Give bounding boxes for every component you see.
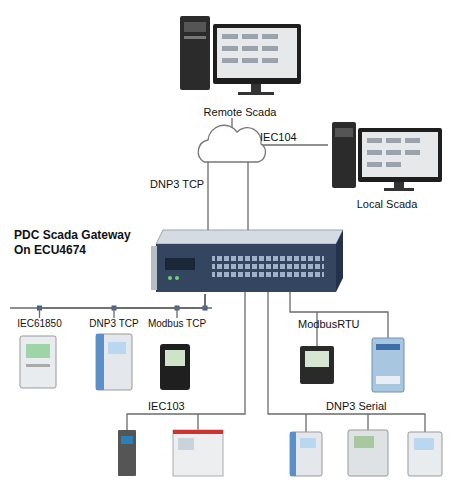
network-cloud — [198, 125, 265, 162]
drive-bay — [335, 128, 353, 137]
relay-device — [96, 334, 132, 390]
network-link — [114, 294, 205, 318]
network-link — [40, 294, 206, 318]
network-link — [177, 294, 205, 318]
screen-widget — [222, 46, 238, 51]
relay-screen — [414, 438, 434, 450]
iec103-wire — [127, 292, 245, 430]
relay-device — [173, 430, 223, 476]
protocol-label: IEC104 — [260, 131, 297, 143]
relay-screen — [26, 344, 50, 358]
monitor — [358, 128, 442, 182]
screen-widget — [386, 150, 401, 155]
status-led — [168, 276, 172, 280]
tower — [332, 122, 356, 188]
node-label: IEC61850 — [12, 318, 67, 330]
device-node: IEC61850 — [12, 318, 67, 393]
screen-widget — [242, 34, 258, 39]
gateway-side — [336, 230, 343, 292]
node-label: Modbus TCP — [146, 318, 208, 330]
converter-panel — [121, 436, 133, 444]
meter-screen — [305, 351, 329, 367]
status-led — [175, 276, 179, 280]
monitor — [213, 24, 301, 84]
gateway-node: PDC Scada Gateway On ECU4674 — [155, 230, 335, 294]
screen-widget — [222, 34, 238, 39]
monitor-base — [384, 188, 414, 191]
relay-screen — [178, 438, 194, 450]
screen-widget — [222, 58, 238, 63]
dnp3-serial-wire — [268, 292, 425, 432]
relay-device — [408, 432, 442, 476]
screen — [362, 132, 438, 177]
gateway-device — [151, 230, 343, 292]
field-devices — [20, 334, 442, 476]
meter-device — [160, 344, 190, 390]
relay-keys — [26, 364, 50, 367]
screen-widget — [386, 138, 401, 143]
monitor-stand — [394, 182, 404, 188]
relay-device — [348, 430, 388, 476]
local-scada-computer — [332, 122, 442, 191]
relay-device — [20, 336, 56, 388]
gateway-ports — [212, 256, 324, 277]
protocol-label: ModbusRTU — [298, 318, 360, 330]
node-label: DNP3 TCP — [84, 318, 144, 330]
relay-screen — [300, 438, 316, 448]
protocol-label: DNP3 TCP — [150, 178, 204, 190]
relay-strip — [96, 334, 104, 390]
remote-scada-computer — [180, 16, 301, 95]
meter-device — [300, 346, 334, 384]
monitor-stand — [251, 84, 261, 92]
screen-widget — [367, 138, 382, 143]
node-label: Local Scada — [328, 198, 446, 210]
io-module-terminals — [376, 376, 400, 384]
relay-strip — [290, 432, 296, 476]
tower — [180, 16, 210, 90]
meter-screen — [165, 350, 185, 366]
screen-widget — [405, 138, 420, 143]
screen — [217, 28, 297, 78]
node-label: PDC Scada Gateway On ECU4674 — [14, 228, 149, 258]
wires — [10, 292, 425, 432]
relay-strip — [173, 430, 223, 434]
screen-widget — [367, 150, 382, 155]
gateway-front — [156, 244, 336, 292]
drive-bay — [184, 22, 206, 32]
protocol-label: DNP3 Serial — [326, 400, 387, 412]
relay-screen — [354, 436, 374, 448]
io-module-plate — [376, 344, 400, 350]
node-label: Remote Scada — [172, 106, 308, 118]
drive-slot — [184, 36, 206, 39]
gateway-display — [165, 258, 195, 270]
screen-widget — [242, 46, 258, 51]
protocol-label: IEC103 — [148, 400, 185, 412]
computer-node: Remote Scada — [172, 8, 308, 118]
relay-device — [290, 432, 322, 476]
screen-widget — [262, 46, 278, 51]
screen-widget — [386, 162, 401, 167]
monitor-base — [238, 92, 274, 95]
screen-widget — [262, 58, 278, 63]
converter-device — [118, 430, 136, 476]
computer-node: Local Scada — [328, 118, 446, 210]
screen-widget — [405, 150, 420, 155]
device-node: Modbus TCP — [146, 318, 208, 393]
gateway-top — [156, 230, 343, 244]
screen-widget — [262, 34, 278, 39]
gateway-handle — [151, 246, 157, 290]
screen-widget — [367, 162, 382, 167]
io-module — [372, 338, 404, 392]
screen-widget — [242, 58, 258, 63]
relay-screen — [108, 342, 126, 354]
device-node: DNP3 TCP — [84, 318, 144, 393]
